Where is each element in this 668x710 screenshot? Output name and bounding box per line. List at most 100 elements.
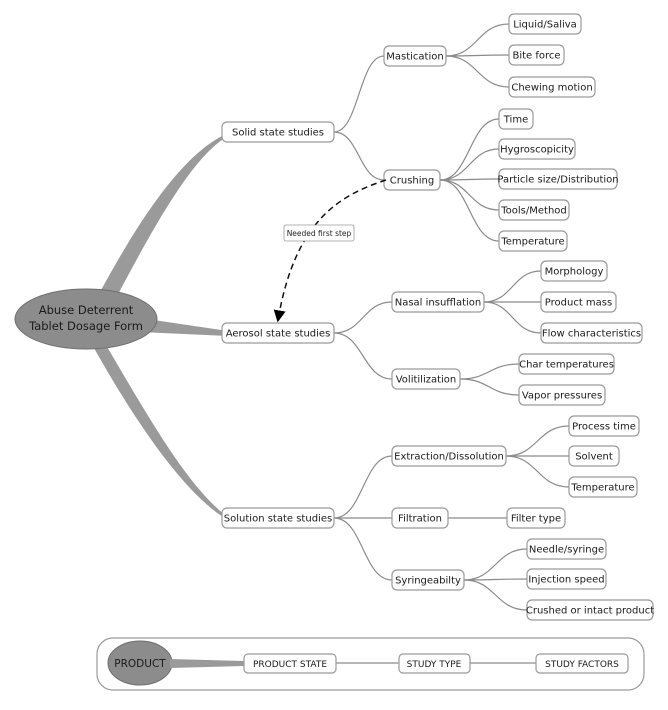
edge-nasal-insufflation-to-morphology xyxy=(483,270,542,303)
edge-extraction-dissolution-to-temperature xyxy=(505,455,570,488)
factor-node-crushing-particle-size-distribution: Particle size/Distribution xyxy=(497,168,619,190)
legend-product-label: PRODUCT xyxy=(114,658,166,670)
state-node-solid-state-studies: Solid state studies xyxy=(221,121,335,143)
edge-crushing-to-tools-method xyxy=(439,179,500,211)
edge-volitilization-to-char-temperatures xyxy=(459,363,520,380)
legend: PRODUCT PRODUCT STATE STUDY TYPE STUDY F… xyxy=(96,637,645,691)
factor-node-extraction-dissolution-process-time-box xyxy=(568,415,640,437)
factor-node-mastication-liquid-saliva-label: Liquid/Saliva xyxy=(513,20,577,31)
edge-mastication-to-chewing-motion xyxy=(445,55,510,88)
factor-node-extraction-dissolution-temperature-box xyxy=(568,476,638,498)
state-node-solution-state-studies: Solution state studies xyxy=(221,507,335,529)
state-node-solid-state-studies-label: Solid state studies xyxy=(232,128,324,139)
factor-node-volitilization-char-temperatures-label: Char temperatures xyxy=(519,360,614,371)
factor-node-nasal-insufflation-flow-characteristics-box xyxy=(540,322,643,344)
factor-node-crushing-time-label: Time xyxy=(503,115,528,126)
factor-node-syringeabilty-needle-syringe-label: Needle/syringe xyxy=(529,545,604,556)
factor-node-crushing-hygroscopicity: Hygroscopicity xyxy=(498,138,576,160)
state-node-solution-state-studies-box xyxy=(221,507,335,529)
legend-type-label: STUDY TYPE xyxy=(407,660,462,670)
factor-node-volitilization-vapor-pressures: Vapor pressures xyxy=(518,384,606,406)
edge-aerosol-state-studies-to-volitilization xyxy=(333,332,393,380)
factor-node-crushing-temperature: Temperature xyxy=(498,230,568,252)
factor-node-crushing-hygroscopicity-label: Hygroscopicity xyxy=(500,145,574,156)
root-title-line-2: Tablet Dosage Form xyxy=(28,319,143,333)
type-node-mastication: Mastication xyxy=(383,45,447,67)
factor-node-syringeabilty-injection-speed-box xyxy=(526,568,607,590)
factor-node-syringeabilty-injection-speed: Injection speed xyxy=(526,568,607,590)
factor-node-filtration-filter-type-box xyxy=(506,507,566,529)
factor-node-mastication-bite-force: Bite force xyxy=(508,44,565,66)
type-node-extraction-dissolution: Extraction/Dissolution xyxy=(391,445,507,467)
factor-node-crushing-particle-size-distribution-box xyxy=(498,168,618,190)
factor-node-syringeabilty-injection-speed-label: Injection speed xyxy=(528,575,604,586)
factor-node-mastication-chewing-motion-box xyxy=(508,76,596,98)
factor-node-volitilization-vapor-pressures-box xyxy=(518,384,606,406)
edge-mastication-to-bite-force xyxy=(445,54,510,57)
factor-node-crushing-tools-method-label: Tools/Method xyxy=(500,206,567,217)
factor-node-nasal-insufflation-morphology-box xyxy=(540,260,608,282)
state-node-aerosol-state-studies: Aerosol state studies xyxy=(221,322,335,344)
factor-node-filtration-filter-type: Filter type xyxy=(506,507,566,529)
factor-node-mastication-chewing-motion-label: Chewing motion xyxy=(511,83,592,94)
type-node-crushing-label: Crushing xyxy=(390,176,434,187)
factor-node-filtration-filter-type-label: Filter type xyxy=(511,514,561,525)
type-node-filtration-label: Filtration xyxy=(398,514,442,525)
factor-node-mastication-bite-force-label: Bite force xyxy=(512,51,560,62)
legend-type-box xyxy=(398,653,471,674)
factor-node-syringeabilty-needle-syringe: Needle/syringe xyxy=(526,538,607,560)
edge-solid-state-studies-to-mastication xyxy=(333,55,385,133)
edge-mastication-to-liquid-saliva xyxy=(445,23,510,57)
legend-state-box xyxy=(243,653,337,674)
type-node-volitilization: Volitilization xyxy=(391,368,461,390)
needed-first-step-label: Needed first step xyxy=(283,224,355,242)
edge-nasal-insufflation-to-flow-characteristics xyxy=(483,301,542,334)
edge-syringeabilty-to-needle-syringe xyxy=(463,548,528,581)
factor-node-crushing-tools-method-box xyxy=(498,199,570,221)
state-node-solution-state-studies-label: Solution state studies xyxy=(224,514,332,525)
type-node-volitilization-box xyxy=(391,368,461,390)
factor-node-syringeabilty-crushed-or-intact-product-label: Crushed or intact product xyxy=(526,606,654,617)
factor-node-nasal-insufflation-product-mass-label: Product mass xyxy=(545,298,612,309)
type-node-syringeabilty: Syringeabilty xyxy=(391,569,465,591)
factor-node-crushing-tools-method: Tools/Method xyxy=(498,199,570,221)
type-node-extraction-dissolution-box xyxy=(391,445,507,467)
factor-node-nasal-insufflation-flow-characteristics: Flow characteristics xyxy=(540,322,643,344)
type-node-filtration: Filtration xyxy=(391,507,449,529)
type-node-nasal-insufflation-box xyxy=(391,291,485,313)
factor-node-crushing-temperature-box xyxy=(498,230,568,252)
state-node-aerosol-state-studies-box xyxy=(221,322,335,344)
branch-aerosol xyxy=(140,318,228,336)
factor-node-mastication-liquid-saliva: Liquid/Saliva xyxy=(508,13,582,35)
factor-node-extraction-dissolution-solvent: Solvent xyxy=(568,445,620,467)
edge-crushing-to-time xyxy=(439,118,500,181)
legend-frame xyxy=(96,637,645,691)
factor-node-extraction-dissolution-process-time-label: Process time xyxy=(572,422,636,433)
edge-aerosol-state-studies-to-nasal-insufflation xyxy=(333,301,393,334)
factor-node-extraction-dissolution-temperature-label: Temperature xyxy=(570,483,634,494)
factor-node-extraction-dissolution-temperature: Temperature xyxy=(568,476,638,498)
factor-node-crushing-hygroscopicity-box xyxy=(498,138,576,160)
legend-state-label: PRODUCT STATE xyxy=(253,660,327,670)
type-node-extraction-dissolution-label: Extraction/Dissolution xyxy=(394,452,504,463)
type-node-crushing: Crushing xyxy=(383,169,441,191)
edge-crushing-to-temperature xyxy=(439,179,500,242)
type-node-nasal-insufflation-label: Nasal insufflation xyxy=(395,298,482,309)
factor-node-mastication-bite-force-box xyxy=(508,44,565,66)
edge-volitilization-to-vapor-pressures xyxy=(459,378,520,396)
factor-node-nasal-insufflation-product-mass: Product mass xyxy=(540,291,617,313)
factor-node-crushing-particle-size-distribution-label: Particle size/Distribution xyxy=(497,175,618,186)
legend-factors-box xyxy=(535,653,629,674)
factor-node-extraction-dissolution-process-time: Process time xyxy=(568,415,640,437)
factor-node-syringeabilty-crushed-or-intact-product-box xyxy=(526,599,654,621)
type-node-filtration-box xyxy=(391,507,449,529)
legend-factors-label: STUDY FACTORS xyxy=(545,660,619,670)
type-node-volitilization-label: Volitilization xyxy=(396,375,457,386)
state-node-solid-state-studies-box xyxy=(221,121,335,143)
factor-node-mastication-chewing-motion: Chewing motion xyxy=(508,76,596,98)
factor-node-nasal-insufflation-morphology-label: Morphology xyxy=(545,267,604,278)
root-title-line-1: Abuse Deterrent xyxy=(39,303,134,317)
edge-solution-state-studies-to-syringeabilty xyxy=(333,517,393,581)
type-node-syringeabilty-label: Syringeabilty xyxy=(395,576,461,587)
